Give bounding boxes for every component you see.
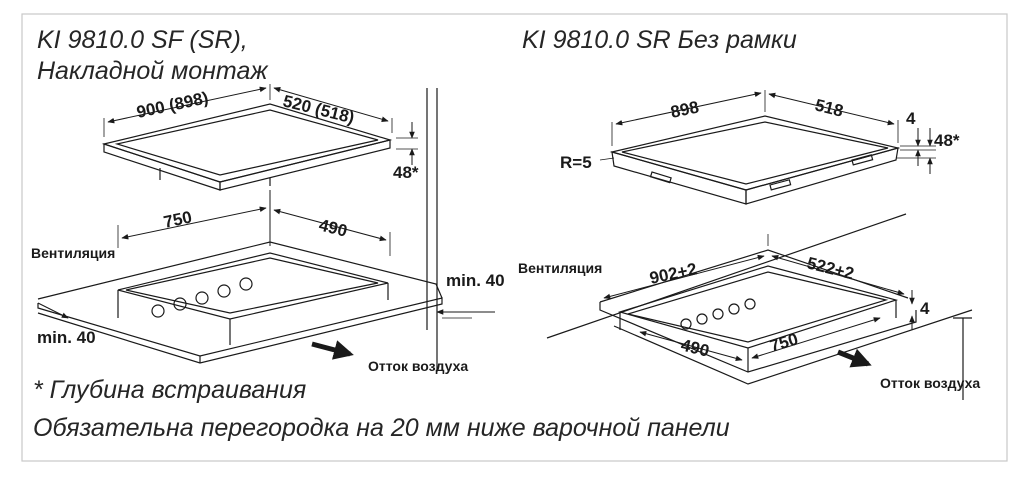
right-countertop xyxy=(546,213,973,385)
right-height-label: 48* xyxy=(934,131,960,150)
right-hob xyxy=(609,115,901,205)
right-thickness-label: 4 xyxy=(906,109,916,128)
dim-cutout-width-line xyxy=(121,206,267,240)
left-height-label: 48* xyxy=(393,163,419,182)
right-inner-width-label: 750 xyxy=(768,329,801,355)
right-radius-label: R=5 xyxy=(560,153,592,172)
left-airflow-label: Отток воздуха xyxy=(368,358,468,374)
left-labels: 900 (898) 520 (518) 48* 750 490 Вентиляц… xyxy=(31,88,505,374)
left-countertop xyxy=(37,241,443,364)
right-width-label: 898 xyxy=(669,97,701,121)
right-inner-depth-label: 490 xyxy=(679,335,711,360)
right-airflow-label: Отток воздуха xyxy=(880,375,980,391)
dim-cutout-depth-line xyxy=(273,208,387,242)
right-diagram xyxy=(546,90,973,400)
depth-note: * Глубина встраивания xyxy=(33,376,307,404)
left-cutout-width-label: 750 xyxy=(162,207,194,231)
left-ventilation-label: Вентиляция xyxy=(31,245,115,261)
left-width-label: 900 (898) xyxy=(135,88,210,122)
right-recess-label: 4 xyxy=(920,299,930,318)
right-dim-cutout-depth-line xyxy=(771,255,905,295)
outer-border xyxy=(21,13,1008,462)
left-title-mount: Накладной монтаж xyxy=(37,57,268,85)
right-ventilation-label: Вентиляция xyxy=(518,260,602,276)
partition-note: Обязательна перегородка на 20 мм ниже ва… xyxy=(33,414,730,442)
right-dim-width-line xyxy=(615,91,762,126)
left-diagram xyxy=(37,84,495,372)
left-title-model: KI 9810.0 SF (SR), xyxy=(37,26,248,54)
right-cutout-width-label: 902+2 xyxy=(648,259,699,288)
dim-width-line xyxy=(107,86,267,124)
left-min-left-label: min. 40 xyxy=(37,328,96,347)
right-airflow-arrow xyxy=(837,348,872,368)
left-cutout-depth-label: 490 xyxy=(317,215,349,240)
right-cutout-depth-label: 522+2 xyxy=(805,253,856,283)
right-depth-label: 518 xyxy=(813,95,845,120)
left-airflow-arrow xyxy=(311,340,354,360)
right-dim-cutout-width-line xyxy=(603,254,765,300)
left-min-right-label: min. 40 xyxy=(446,271,505,290)
right-title: KI 9810.0 SR Без рамки xyxy=(522,26,797,54)
right-dim-inner-depth-line xyxy=(639,330,743,362)
right-dim-inner-width-line xyxy=(751,317,881,359)
dim-depth-line xyxy=(273,87,389,122)
right-dim-depth-line xyxy=(768,92,895,126)
